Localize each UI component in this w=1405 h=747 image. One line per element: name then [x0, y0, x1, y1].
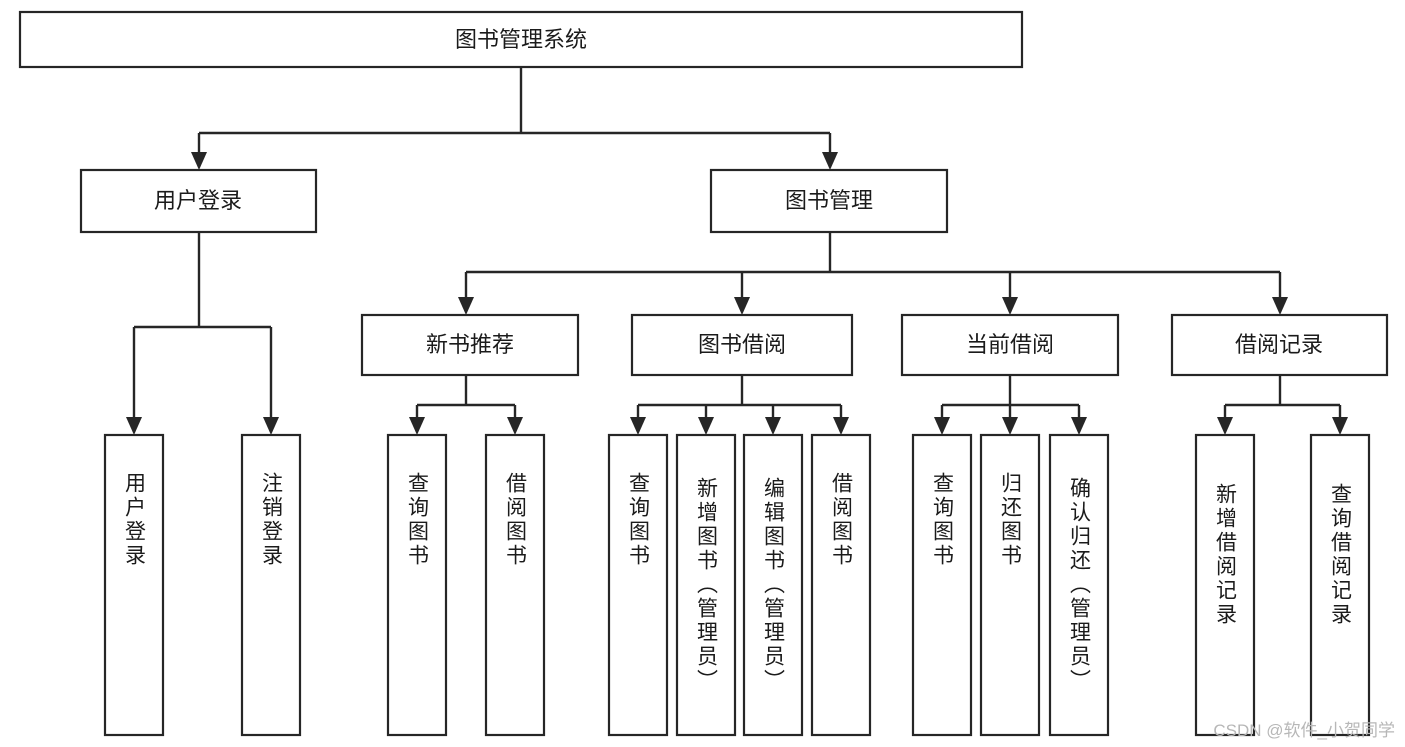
leaf-node-return-book[interactable]: 归还图书	[979, 433, 1041, 737]
leaf-node-edit-book[interactable]: 编辑图书（管理员）	[742, 433, 804, 737]
leaf-confirm-return-label: 确认归还（管理员）	[1068, 477, 1092, 693]
node-current-borrow-label: 当前借阅	[966, 332, 1054, 357]
node-new-book-rec-box[interactable]	[360, 313, 580, 377]
arrow-head-book-borrow	[734, 297, 750, 315]
leaf-node-borrow-book-2[interactable]: 借阅图书	[810, 433, 872, 737]
leaf-node-borrow-book-1[interactable]: 借阅图书	[484, 433, 546, 737]
leaf-add-book-label: 新增图书（管理员）	[695, 477, 719, 693]
leaf-node-query-record[interactable]: 查询借阅记录	[1309, 433, 1371, 737]
leaf-edit-book-label: 编辑图书（管理员）	[762, 477, 786, 693]
leaf-node-query-book-3[interactable]: 查询图书	[911, 433, 973, 737]
leaf-borrow-book-1-label: 借阅图书	[504, 472, 528, 568]
leaf-query-record-box[interactable]	[1309, 433, 1371, 737]
leaf-query-book-3-label: 查询图书	[931, 472, 955, 568]
leaf-node-query-book-1[interactable]: 查询图书	[386, 433, 448, 737]
csdn-watermark: CSDN @软件_小贺同学	[1213, 721, 1395, 740]
leaf-return-book-label: 归还图书	[999, 472, 1023, 568]
leaf-add-record-box[interactable]	[1194, 433, 1256, 737]
connectors-layer	[126, 67, 1348, 435]
leaf-borrow-book-1-box[interactable]	[484, 433, 546, 737]
arrow-head-leaf-logout	[263, 417, 279, 435]
leaf-query-record-label: 查询借阅记录	[1329, 483, 1353, 627]
leaf-node-logout[interactable]: 注销登录	[240, 433, 302, 737]
arrow-head-leaf-query-record	[1332, 417, 1348, 435]
leaf-query-book-2-label: 查询图书	[627, 472, 651, 568]
node-user-login[interactable]: 用户登录	[79, 168, 318, 234]
node-book-manage[interactable]: 图书管理	[709, 168, 949, 234]
arrow-head-new-book-rec	[458, 297, 474, 315]
node-current-borrow[interactable]: 当前借阅	[900, 313, 1120, 377]
node-book-borrow[interactable]: 图书借阅	[630, 313, 854, 377]
leaf-query-book-1-label: 查询图书	[406, 472, 430, 568]
arrow-head-book-manage	[822, 152, 838, 170]
node-user-login-label: 用户登录	[154, 188, 242, 213]
arrow-head-leaf-query-book-3	[934, 417, 950, 435]
arrow-head-current-borrow	[1002, 297, 1018, 315]
node-book-borrow-box[interactable]	[630, 313, 854, 377]
leaf-node-confirm-return[interactable]: 确认归还（管理员）	[1048, 433, 1110, 737]
leaf-borrow-book-2-label: 借阅图书	[830, 472, 854, 568]
leaf-query-book-1-box[interactable]	[386, 433, 448, 737]
node-current-borrow-box[interactable]	[900, 313, 1120, 377]
node-root[interactable]: 图书管理系统	[18, 10, 1024, 69]
leaf-add-book-box[interactable]	[675, 433, 737, 737]
arrow-head-leaf-query-book-1	[409, 417, 425, 435]
arrow-head-user-login	[191, 152, 207, 170]
node-book-borrow-label: 图书借阅	[698, 332, 786, 357]
leaf-return-book-box[interactable]	[979, 433, 1041, 737]
leaf-query-book-2-box[interactable]	[607, 433, 669, 737]
leaf-user-login-box[interactable]	[103, 433, 165, 737]
leaf-edit-book-box[interactable]	[742, 433, 804, 737]
arrow-head-leaf-user-login	[126, 417, 142, 435]
arrow-head-leaf-add-book	[698, 417, 714, 435]
node-borrow-record-label: 借阅记录	[1235, 332, 1323, 357]
leaf-user-login-label: 用户登录	[123, 472, 147, 568]
leaf-logout-label: 注销登录	[260, 472, 284, 568]
leaf-confirm-return-box[interactable]	[1048, 433, 1110, 737]
node-new-book-rec-label: 新书推荐	[426, 332, 514, 357]
leaf-node-add-book[interactable]: 新增图书（管理员）	[675, 433, 737, 737]
node-borrow-record-box[interactable]	[1170, 313, 1389, 377]
arrow-head-leaf-borrow-book-1	[507, 417, 523, 435]
arrow-head-borrow-record	[1272, 297, 1288, 315]
arrow-head-leaf-query-book-2	[630, 417, 646, 435]
leaf-logout-box[interactable]	[240, 433, 302, 737]
node-user-login-box[interactable]	[79, 168, 318, 234]
node-book-manage-box[interactable]	[709, 168, 949, 234]
node-book-manage-label: 图书管理	[785, 188, 873, 213]
leaf-node-add-record[interactable]: 新增借阅记录	[1194, 433, 1256, 737]
arrow-head-leaf-edit-book	[765, 417, 781, 435]
arrow-head-leaf-return-book	[1002, 417, 1018, 435]
leaf-borrow-book-2-box[interactable]	[810, 433, 872, 737]
arrow-head-leaf-borrow-book-2	[833, 417, 849, 435]
leaf-node-query-book-2[interactable]: 查询图书	[607, 433, 669, 737]
node-root-box[interactable]	[18, 10, 1024, 69]
node-new-book-rec[interactable]: 新书推荐	[360, 313, 580, 377]
leaf-query-book-3-box[interactable]	[911, 433, 973, 737]
arrow-head-leaf-confirm-return	[1071, 417, 1087, 435]
node-borrow-record[interactable]: 借阅记录	[1170, 313, 1389, 377]
leaf-add-record-label: 新增借阅记录	[1214, 483, 1238, 627]
arrow-head-leaf-add-record	[1217, 417, 1233, 435]
leaf-node-user-login[interactable]: 用户登录	[103, 433, 165, 737]
node-root-label: 图书管理系统	[455, 27, 587, 52]
